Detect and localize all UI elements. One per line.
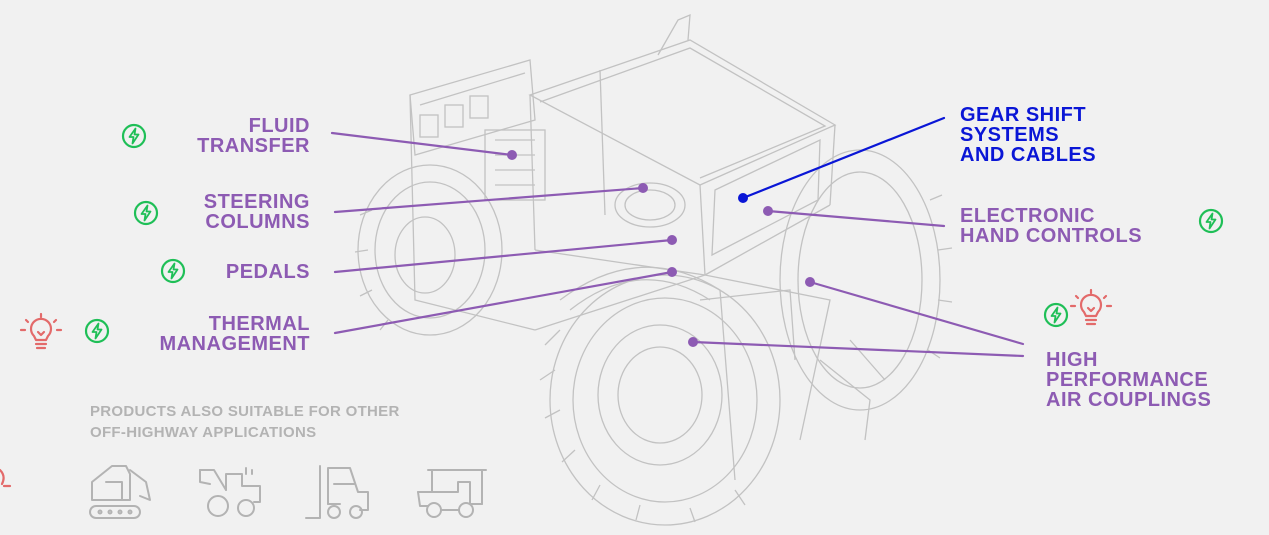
point-air-couplings-upper bbox=[805, 277, 815, 287]
point-air-couplings-lower bbox=[688, 337, 698, 347]
leader-gear-shift bbox=[741, 116, 946, 200]
lightning-bolt-circle-icon bbox=[121, 123, 147, 149]
point-pedals bbox=[667, 235, 677, 245]
forklift-icon bbox=[305, 465, 369, 519]
label-fluid-transfer: FLUID TRANSFER bbox=[197, 115, 310, 157]
golf-cart-icon bbox=[417, 469, 487, 518]
label-steering-columns: STEERING COLUMNS bbox=[203, 191, 310, 233]
leader-thermal-management bbox=[333, 270, 674, 335]
lightning-bolt-circle-icon bbox=[160, 258, 186, 284]
lightning-bolt-circle-icon bbox=[1043, 302, 1069, 328]
label-gear-shift: GEAR SHIFT SYSTEMS AND CABLES bbox=[960, 104, 1097, 166]
point-steering-columns bbox=[638, 183, 648, 193]
leader-hand-controls bbox=[766, 209, 946, 228]
leader-steering-columns bbox=[333, 186, 645, 214]
lightbulb-icon bbox=[1069, 288, 1113, 326]
excavator-icon bbox=[89, 465, 151, 519]
lightbulb-icon bbox=[19, 312, 63, 350]
lightning-bolt-circle-icon bbox=[84, 318, 110, 344]
leader-fluid-transfer bbox=[330, 131, 514, 157]
lightbulb-icon bbox=[0, 468, 12, 488]
label-thermal-management: THERMAL MANAGEMENT bbox=[159, 313, 310, 355]
loader-icon bbox=[199, 467, 261, 517]
note-line-2: OFF-HIGHWAY APPLICATIONS bbox=[90, 424, 317, 441]
point-hand-controls bbox=[763, 206, 773, 216]
label-air-couplings: HIGH PERFORMANCE AIR COUPLINGS bbox=[1046, 349, 1212, 411]
label-pedals: PEDALS bbox=[225, 261, 310, 283]
leader-air-couplings-upper bbox=[808, 280, 1025, 346]
applications-note: PRODUCTS ALSO SUITABLE FOR OTHER OFF-HIG… bbox=[90, 401, 400, 443]
point-gear-shift bbox=[738, 193, 748, 203]
lightning-bolt-circle-icon bbox=[1198, 208, 1224, 234]
leader-air-couplings-lower bbox=[691, 340, 1025, 358]
leader-pedals bbox=[333, 238, 674, 274]
point-thermal-management bbox=[667, 267, 677, 277]
lightning-bolt-circle-icon bbox=[133, 200, 159, 226]
note-line-1: PRODUCTS ALSO SUITABLE FOR OTHER bbox=[90, 403, 400, 420]
label-electronic-hand-controls: ELECTRONIC HAND CONTROLS bbox=[960, 205, 1143, 247]
point-fluid-transfer bbox=[507, 150, 517, 160]
